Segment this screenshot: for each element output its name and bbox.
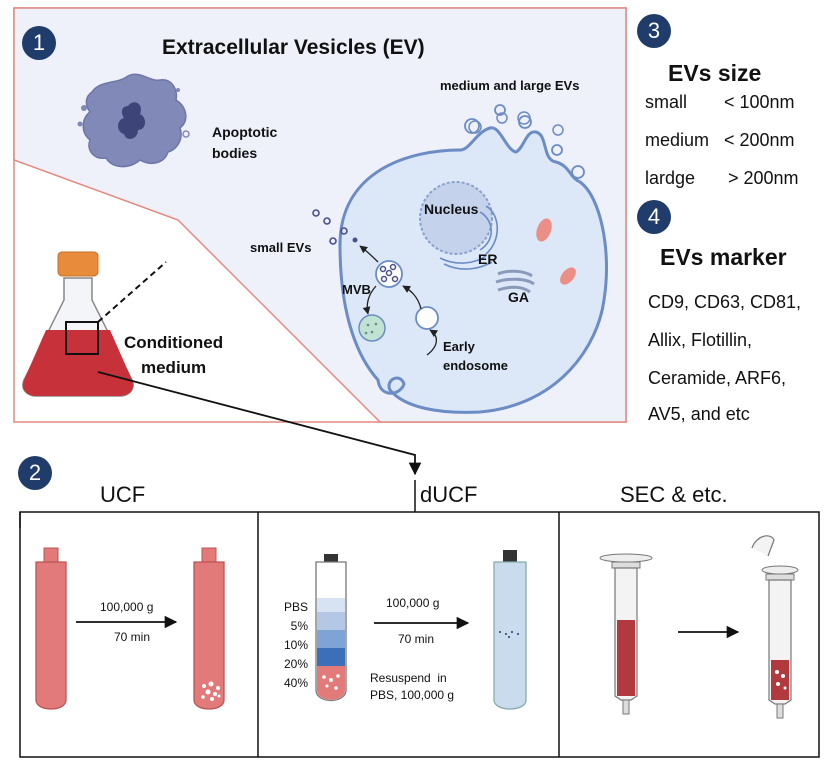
- apoptotic-bodies-label: Apoptotic bodies: [212, 124, 278, 161]
- marker-line-3: Ceramide, ARF6,: [648, 368, 787, 388]
- evs-marker-title: EVs marker: [660, 244, 787, 270]
- evs-size-title: EVs size: [668, 60, 762, 86]
- medium-large-evs-label: medium and large EVs: [440, 78, 580, 93]
- sec-column-before: [599, 553, 653, 715]
- ducf-resuspend-note: Resuspend in PBS, 100,000 g: [370, 671, 455, 702]
- section-4-badge: 4: [637, 200, 671, 234]
- marker-line-2: Allix, Flotillin,: [648, 330, 753, 350]
- section-1-badge: 1: [22, 26, 56, 60]
- ducf-gradient-tube: [315, 554, 347, 702]
- size-row-large-name: lardge: [645, 168, 696, 188]
- ucf-tube-after: [193, 547, 225, 710]
- sec-column-title: SEC & etc.: [620, 482, 728, 507]
- er-label: ER: [478, 251, 498, 267]
- conditioned-medium-label: Conditioned medium: [124, 333, 224, 377]
- size-row-small-name: small: [645, 92, 688, 112]
- ucf-column-title: UCF: [100, 482, 146, 507]
- ev-title: Extracellular Vesicles (EV): [162, 36, 425, 59]
- gradient-label-pbs: PBS: [283, 600, 308, 614]
- size-row-small-value: < 100nm: [724, 92, 795, 112]
- gradient-label-5: 5%: [290, 619, 308, 633]
- mvb-shape: [375, 260, 403, 288]
- ducf-column-title: dUCF: [420, 482, 478, 507]
- section-2-badge: 2: [18, 456, 52, 490]
- gradient-label-20: 20%: [283, 657, 308, 671]
- size-row-medium-name: medium: [645, 130, 710, 150]
- marker-line-4: AV5, and etc: [648, 404, 750, 424]
- marker-line-1: CD9, CD63, CD81,: [648, 292, 802, 312]
- ucf-time-label: 70 min: [114, 630, 151, 644]
- apoptotic-body-shape: [77, 73, 190, 168]
- method-grid: [19, 480, 820, 758]
- ucf-speed-label: 100,000 g: [100, 600, 154, 614]
- nucleus-shape: [419, 181, 493, 255]
- ga-label: GA: [508, 289, 529, 305]
- ducf-tube-after: [493, 550, 527, 710]
- flow-connector: [97, 371, 422, 476]
- nucleus-label: Nucleus: [424, 201, 479, 217]
- mvb-label: MVB: [342, 282, 371, 297]
- early-endosome-label: Early endosome: [443, 339, 509, 373]
- section-3-badge: 3: [637, 14, 671, 48]
- ducf-speed-label: 100,000 g: [386, 596, 440, 610]
- mitochondrion-shape: [536, 218, 552, 242]
- cell: [312, 104, 608, 414]
- zoom-box: [65, 321, 99, 355]
- gradient-label-10: 10%: [283, 638, 308, 652]
- size-row-medium-value: < 200nm: [724, 130, 795, 150]
- size-row-large-value: > 200nm: [728, 168, 799, 188]
- ducf-time-label: 70 min: [398, 632, 435, 646]
- ucf-tube-before: [35, 547, 67, 710]
- small-evs-label: small EVs: [250, 240, 312, 255]
- sec-column-after: [751, 535, 799, 719]
- gradient-label-40: 40%: [283, 676, 308, 690]
